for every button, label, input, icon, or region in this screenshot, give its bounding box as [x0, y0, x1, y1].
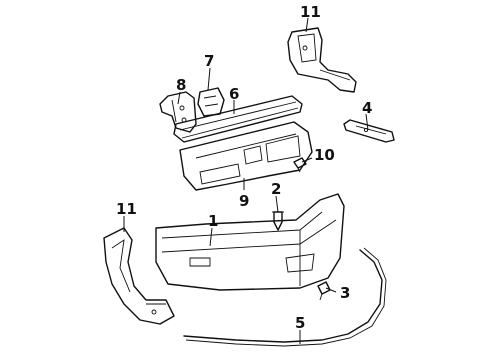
callout-5: 5 [295, 314, 305, 332]
leader-2 [275, 195, 279, 213]
callout-8: 8 [176, 76, 186, 94]
callout-11-left: 11 [116, 200, 137, 218]
leader-10 [301, 157, 313, 163]
part-3-retainer [317, 281, 331, 301]
callout-6: 6 [229, 85, 239, 103]
leader-8 [177, 91, 181, 105]
part-9-energy-absorber [179, 121, 313, 191]
part-11-upper-bracket [287, 27, 357, 93]
leader-7 [207, 67, 211, 91]
callout-1: 1 [208, 212, 218, 230]
leader-3 [325, 287, 337, 293]
part-11-liner [103, 227, 175, 325]
part-10-clip [293, 157, 307, 173]
callout-9: 9 [239, 192, 249, 210]
part-4-strip-bracket [343, 119, 395, 143]
callout-10: 10 [314, 146, 335, 164]
leader-4 [365, 113, 369, 131]
callout-4: 4 [362, 99, 372, 117]
callout-7: 7 [204, 52, 214, 70]
callout-11-top: 11 [300, 3, 321, 21]
part-7-plate [197, 87, 225, 117]
leader-11-top [305, 17, 309, 33]
part-8-bracket [159, 91, 197, 133]
part-5-molding [183, 247, 387, 347]
part-6-impact-bar [173, 95, 303, 143]
callout-2: 2 [271, 180, 281, 198]
part-1-bumper-cover [155, 193, 345, 291]
callout-3: 3 [340, 284, 350, 302]
leader-1 [209, 227, 213, 247]
